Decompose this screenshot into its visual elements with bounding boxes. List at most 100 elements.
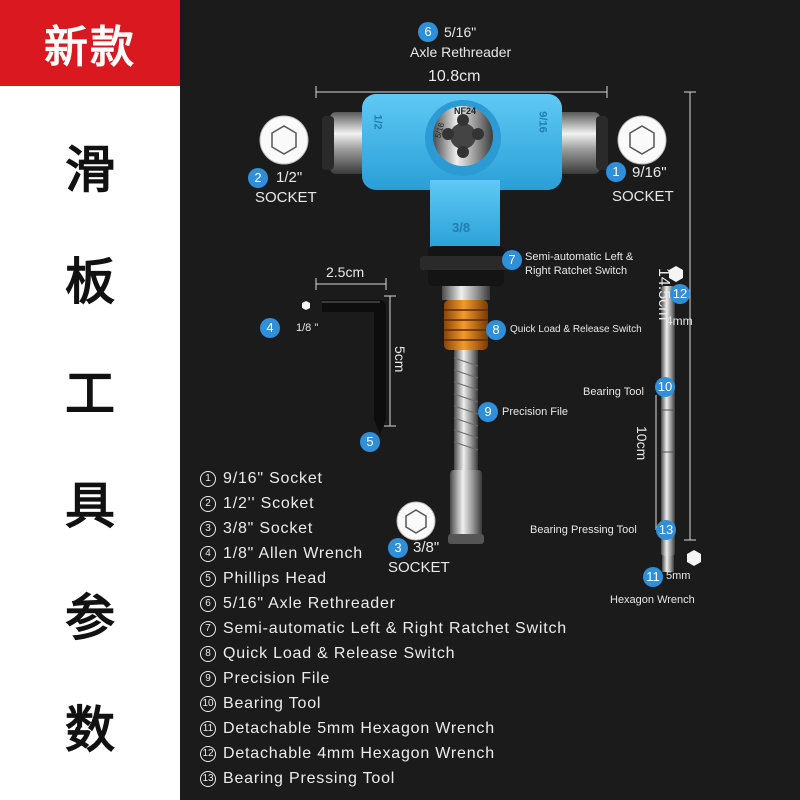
legend-number: 3 <box>200 521 216 537</box>
legend-item: 7 Semi-automatic Left & Right Ratchet Swi… <box>200 617 567 641</box>
width-dimension-label: 10.8cm <box>428 68 481 85</box>
callout-1: 1 <box>606 162 626 182</box>
hex-icon-4mm <box>669 266 683 282</box>
socket-hex-icon-right <box>617 115 667 165</box>
handle-mark-right: 9/16 <box>536 111 549 133</box>
legend-text: Bearing Pressing Tool <box>223 770 396 787</box>
callout-7: 7 <box>502 250 522 270</box>
legend-text: Precision File <box>223 670 331 687</box>
legend-number: 6 <box>200 596 216 612</box>
right-socket <box>556 112 600 174</box>
callout-5: 5 <box>360 432 380 452</box>
hex-4mm-label: 4mm <box>666 314 693 328</box>
allen-size-label: 1/8 " <box>296 322 319 334</box>
allen-wrench <box>322 300 386 434</box>
axle-rethreader-size: 5/16" <box>444 24 477 40</box>
axle-rethreader-label: Axle Rethreader <box>410 44 512 60</box>
bearing-pressing-label: Bearing Pressing Tool <box>530 524 637 536</box>
callout-11: 11 <box>643 567 663 587</box>
legend-item: 13 Bearing Pressing Tool <box>200 767 395 791</box>
quick-load-label: Quick Load & Release Switch <box>510 324 642 335</box>
bar-length-label: 10cm <box>634 426 650 461</box>
hex-icon-5mm <box>687 550 701 566</box>
legend-item: 6 5/16" Axle Rethreader <box>200 592 396 616</box>
handle-mark-left: 1/2 <box>371 114 384 130</box>
bottom-socket-size: 3/8" <box>413 539 440 556</box>
callout-12: 12 <box>670 284 690 304</box>
bearing-tool-label: Bearing Tool <box>583 386 644 398</box>
allen-width-dimension <box>315 278 387 290</box>
hex-5mm-size: 5mm <box>666 570 691 582</box>
legend-item: 4 1/8" Allen Wrench <box>200 542 363 566</box>
ratchet-label-line2: Right Ratchet Switch <box>525 265 628 277</box>
allen-hex-icon <box>302 301 310 310</box>
title-char: 滑 <box>65 141 115 199</box>
title-char: 具 <box>65 477 115 535</box>
legend-item: 2 1/2'' Scoket <box>200 492 314 516</box>
socket-hex-icon-bottom <box>396 501 436 541</box>
legend-item: 3 3/8" Socket <box>200 517 313 541</box>
legend-text: Detachable 5mm Hexagon Wrench <box>223 720 495 737</box>
callout-10: 10 <box>655 377 675 397</box>
ratchet-label-line1: Semi-automatic Left & <box>525 251 634 263</box>
legend-item: 1 9/16" Socket <box>200 467 323 491</box>
allen-height-label: 5cm <box>392 346 408 373</box>
right-socket-size: 9/16" <box>632 164 667 181</box>
title-char: 板 <box>65 253 115 311</box>
left-socket-size: 1/2" <box>276 169 303 186</box>
legend-number: 9 <box>200 671 216 687</box>
legend-number: 8 <box>200 646 216 662</box>
new-banner: 新款 <box>0 0 180 86</box>
die-mark: NF24 <box>454 106 477 116</box>
legend-number: 1 <box>200 471 216 487</box>
callout-9: 9 <box>478 402 498 422</box>
legend-number: 10 <box>200 696 216 712</box>
precision-file-label: Precision File <box>502 406 569 418</box>
title-char: 数 <box>65 701 115 759</box>
bearing-tool-bar <box>661 286 675 572</box>
legend-item: 11 Detachable 5mm Hexagon Wrench <box>200 717 495 741</box>
title-column: 新款 滑 板 工 具 参 数 <box>0 0 180 800</box>
legend-number: 11 <box>200 721 216 737</box>
width-dimension <box>315 86 608 98</box>
title-char: 工 <box>65 365 115 423</box>
title-char: 参 <box>65 589 115 647</box>
legend-item: 12 Detachable 4mm Hexagon Wrench <box>200 742 495 766</box>
handle-mark-center: 3/8 <box>452 220 471 235</box>
callout-2: 2 <box>248 168 268 188</box>
legend-item: 10 Bearing Tool <box>200 692 321 716</box>
legend-text: Semi-automatic Left & Right Ratchet Swit… <box>223 620 567 637</box>
legend-number: 7 <box>200 621 216 637</box>
callout-3: 3 <box>388 538 408 558</box>
bottom-socket-label: SOCKET <box>388 559 450 576</box>
quick-load-collar <box>444 300 488 350</box>
legend-text: 9/16" Socket <box>223 470 323 487</box>
legend-number: 2 <box>200 496 216 512</box>
axle-rethreader-die <box>433 106 493 166</box>
left-socket-label: SOCKET <box>255 189 317 206</box>
bottom-socket <box>450 470 482 542</box>
legend-text: Detachable 4mm Hexagon Wrench <box>223 745 495 762</box>
legend-text: 5/16" Axle Rethreader <box>223 595 396 612</box>
legend-text: 3/8" Socket <box>223 520 314 537</box>
legend-text: 1/8" Allen Wrench <box>223 545 363 562</box>
legend-number: 12 <box>200 746 216 762</box>
hex-5mm-label: Hexagon Wrench <box>610 594 695 606</box>
legend-number: 13 <box>200 771 216 787</box>
legend-text: Bearing Tool <box>223 695 322 712</box>
socket-hex-icon-left <box>259 115 309 165</box>
allen-height-dimension <box>384 295 396 427</box>
allen-width-label: 2.5cm <box>326 264 365 280</box>
legend-number: 4 <box>200 546 216 562</box>
callout-6: 6 <box>418 22 438 42</box>
height-dimension <box>684 91 696 541</box>
callout-13: 13 <box>656 520 676 540</box>
callout-8: 8 <box>486 320 506 340</box>
callout-4: 4 <box>260 318 280 338</box>
legend-text: Phillips Head <box>223 570 327 587</box>
legend-item: 9 Precision File <box>200 667 330 691</box>
legend-text: 1/2'' Scoket <box>223 495 315 512</box>
